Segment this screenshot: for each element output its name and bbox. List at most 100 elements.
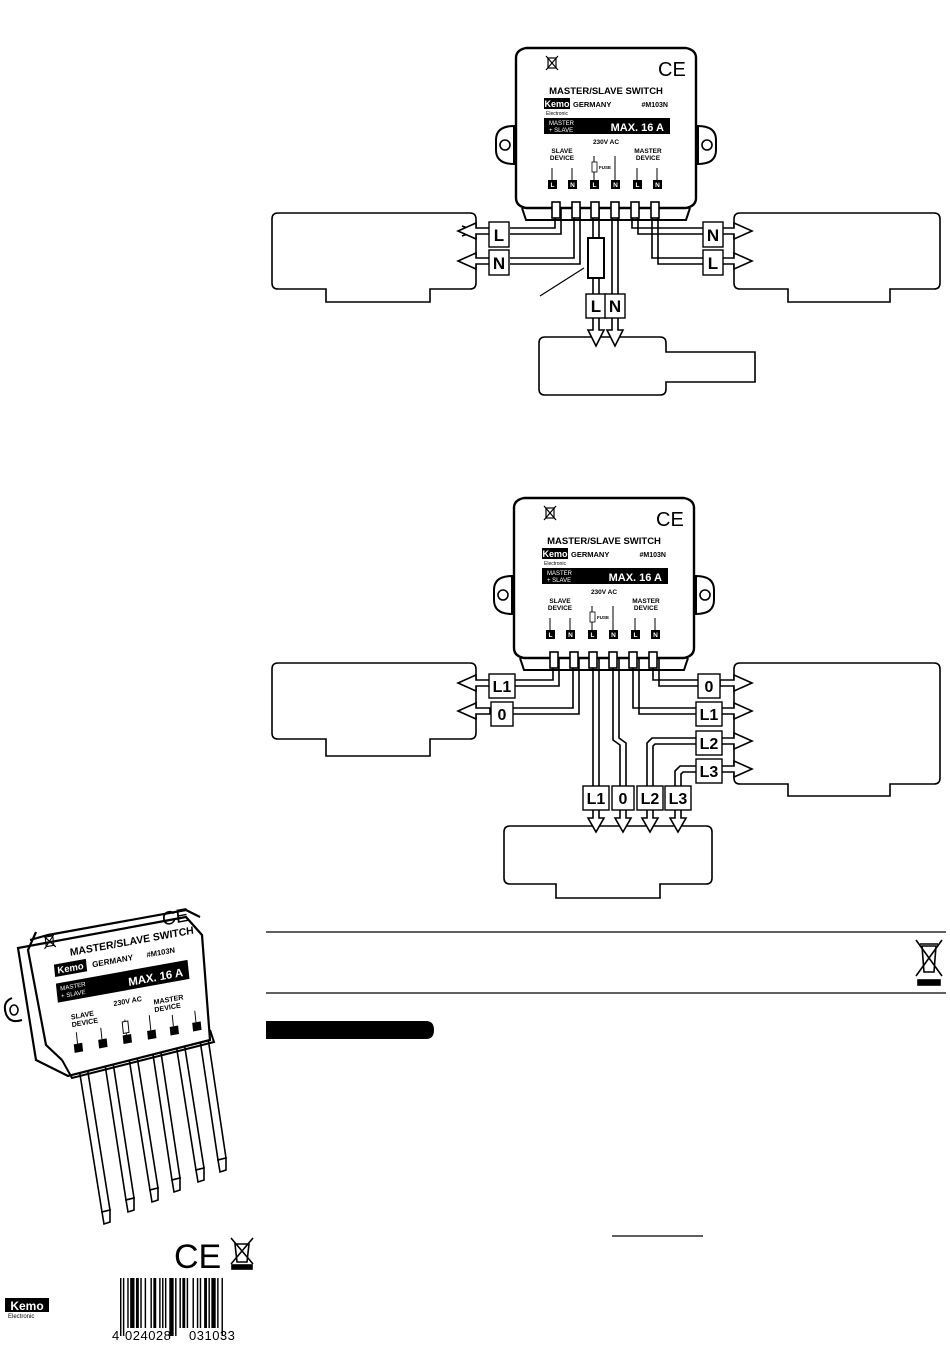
module-mode-line2: + SLAVE — [547, 578, 571, 584]
footer-brand: Kemo — [10, 1299, 43, 1313]
module-diagram-2: CE MASTER/SLAVE SWITCH Kemo GERMANY #M10… — [492, 496, 716, 672]
barcode-bar — [186, 1278, 189, 1328]
module-max-current: MAX. 16 A — [611, 122, 664, 134]
module-mode-line1: MASTER — [549, 121, 575, 127]
module-mode-line2: + SLAVE — [61, 989, 86, 1000]
module-brand-sub: Electronic — [544, 561, 566, 567]
svg-text:L: L — [634, 632, 638, 639]
barcode-bar — [175, 1278, 177, 1336]
module-mode-line2: + SLAVE — [549, 128, 573, 134]
d1-label-right-top: N — [707, 226, 719, 245]
arrow-left-bottom — [456, 251, 491, 271]
arrow-2-left-top — [456, 673, 491, 693]
module-slave-line1: SLAVE — [549, 598, 571, 605]
arrow-down-right — [605, 313, 625, 348]
diagram-2: CE MASTER/SLAVE SWITCH Kemo GERMANY #M10… — [271, 496, 941, 899]
barcode-digits-right: 031033 — [189, 1328, 235, 1343]
diagram1-wires — [510, 205, 705, 296]
barcode-bar — [169, 1278, 174, 1336]
svg-text:N: N — [611, 632, 616, 639]
barcode-bar — [135, 1278, 139, 1328]
module-title: MASTER/SLAVE SWITCH — [549, 86, 663, 97]
module-master-line2: DEVICE — [634, 605, 659, 612]
mains-plug-box — [538, 336, 756, 396]
footer-ce-mark-icon: CE — [174, 1238, 221, 1276]
module-slave-line2: DEVICE — [548, 605, 573, 612]
barcode-bar — [211, 1278, 216, 1328]
arrow-2-down-4 — [668, 807, 688, 834]
module-brand-sub: Electronic — [546, 111, 568, 117]
d2-label-bottom-3: L2 — [641, 791, 660, 808]
barcode-bar — [199, 1278, 202, 1328]
diagram-1: CE MASTER/SLAVE SWITCH Kemo GERMANY #M10… — [271, 46, 941, 396]
d2-label-right-4: L3 — [700, 764, 719, 781]
master-device-box-2 — [733, 662, 941, 797]
arrow-2-down-3 — [640, 807, 660, 834]
barcode-bar — [150, 1278, 152, 1328]
barcode-bar — [204, 1278, 207, 1328]
barcode-bar — [130, 1278, 135, 1328]
d1-label-left-bottom: N — [493, 254, 505, 273]
barcode-bar — [162, 1278, 164, 1328]
module-voltage: 230V AC — [591, 589, 617, 596]
barcode-icon — [120, 1278, 223, 1336]
module-voltage: 230V AC — [593, 139, 619, 146]
module-mode-line1: MASTER — [547, 571, 573, 577]
arrow-2-right-3 — [719, 731, 754, 751]
module-max-current: MAX. 16 A — [609, 572, 662, 584]
svg-text:L: L — [593, 182, 597, 189]
module-country: GERMANY — [571, 550, 609, 559]
arrow-left-top — [456, 221, 491, 241]
svg-text:N: N — [570, 182, 575, 189]
svg-text:L: L — [591, 632, 595, 639]
d2-label-left-bottom: 0 — [498, 707, 507, 724]
module-fuse-label: FUSE — [599, 165, 611, 170]
diagram2-wires — [510, 655, 700, 790]
ce-mark-icon: CE — [161, 905, 189, 931]
module-model: #M103N — [640, 552, 666, 559]
fuse-symbol — [587, 237, 605, 279]
svg-text:N: N — [568, 632, 573, 639]
three-phase-box — [503, 825, 713, 899]
module-brand: Kemo — [57, 961, 84, 977]
arrow-2-right-1 — [719, 673, 754, 693]
module-master-line1: MASTER — [632, 598, 660, 605]
module-model: #M103N — [642, 102, 668, 109]
barcode-bar — [140, 1278, 142, 1328]
footer-brand-sub: Electronic — [8, 1314, 34, 1320]
svg-text:L: L — [551, 182, 555, 189]
wheelie-bin-icon — [543, 505, 557, 521]
arrow-2-right-2 — [719, 701, 754, 721]
arrow-right-bottom — [719, 251, 754, 271]
barcode-bar — [217, 1278, 219, 1328]
barcode-digit-left: 4 — [112, 1328, 119, 1343]
svg-text:L: L — [549, 632, 553, 639]
barcode-bar — [164, 1278, 167, 1328]
d2-label-bottom-1: L1 — [587, 791, 606, 808]
d2-label-bottom-2: 0 — [619, 791, 628, 808]
arrow-2-left-bottom — [456, 701, 491, 721]
d2-label-right-3: L2 — [700, 736, 719, 753]
master-device-box — [733, 212, 941, 303]
arrow-down-left — [586, 313, 606, 348]
arrow-right-top — [719, 221, 754, 241]
barcode-bar — [208, 1278, 210, 1328]
svg-text:N: N — [613, 182, 618, 189]
module-fuse-label: FUSE — [597, 615, 609, 620]
d2-label-right-2: L1 — [700, 707, 719, 724]
module-title: MASTER/SLAVE SWITCH — [547, 536, 661, 547]
module-slave-line1: SLAVE — [551, 148, 573, 155]
module-diagram-1: CE MASTER/SLAVE SWITCH Kemo GERMANY #M10… — [494, 46, 718, 222]
barcode-bar — [120, 1278, 122, 1336]
barcode-bar — [159, 1278, 161, 1328]
barcode-digits-mid: 024028 — [125, 1328, 171, 1343]
wheelie-bin-icon — [915, 939, 943, 986]
arrow-2-down-1 — [586, 807, 606, 834]
module-master-line1: MASTER — [634, 148, 662, 155]
d1-label-right-bottom: L — [708, 254, 718, 273]
barcode-bar — [221, 1278, 223, 1336]
barcode-bar — [182, 1278, 186, 1328]
module-brand: Kemo — [542, 549, 568, 559]
barcode-bar — [122, 1278, 125, 1336]
barcode-bar — [144, 1278, 147, 1328]
